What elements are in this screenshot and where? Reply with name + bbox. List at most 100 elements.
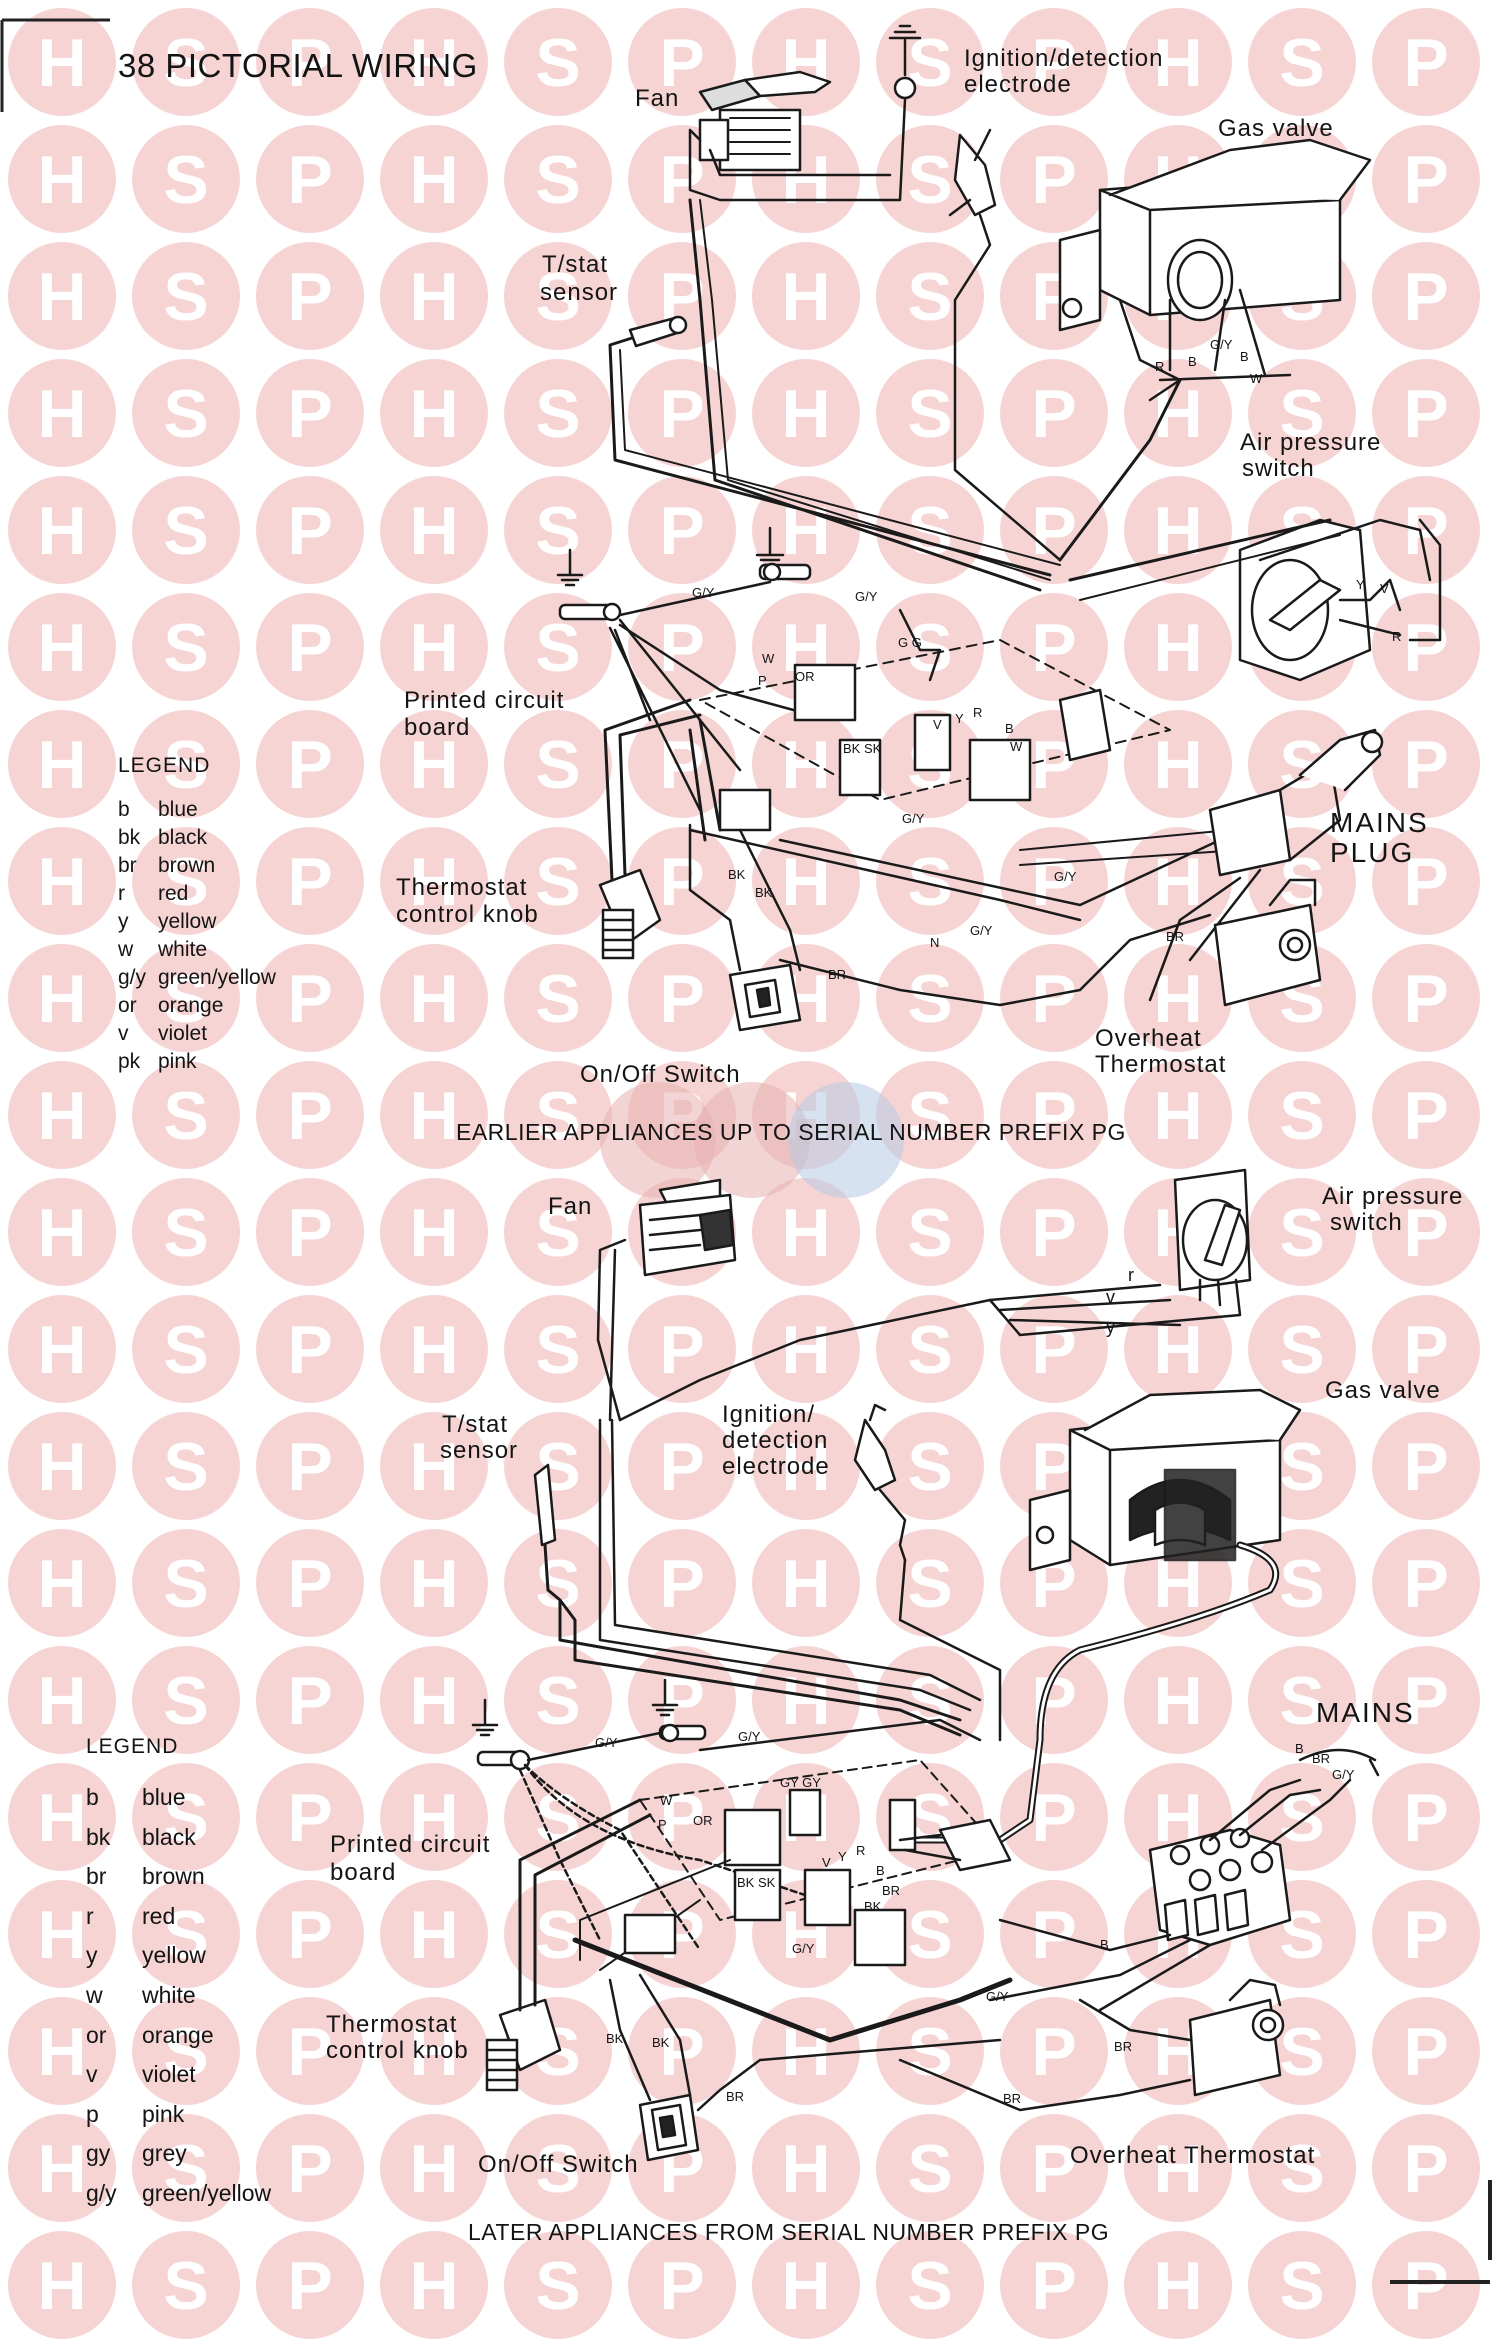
legend-name: white <box>142 1982 196 2008</box>
watermark-letter: P <box>287 2014 332 2090</box>
watermark-circle <box>1372 944 1480 1052</box>
watermark-letter: P <box>659 376 704 452</box>
watermark-roundel: P <box>1000 1178 1108 1286</box>
legend-name: grey <box>142 2140 187 2167</box>
watermark-circle <box>504 710 612 818</box>
watermark-letter: H <box>409 610 458 686</box>
watermark-circle <box>380 1646 488 1754</box>
watermark-roundel: S <box>876 1178 984 1286</box>
watermark-roundel: S <box>876 1529 984 1637</box>
watermark-circle <box>876 944 984 1052</box>
watermark-circle <box>1372 1412 1480 1520</box>
watermark-circle <box>628 1529 736 1637</box>
watermark-circle <box>752 1295 860 1403</box>
legend-code: bk <box>118 826 141 849</box>
watermark-roundel: H <box>380 1529 488 1637</box>
watermark-roundel: H <box>752 1295 860 1403</box>
wire-label: OR <box>693 1813 713 1828</box>
watermark-circle <box>504 476 612 584</box>
watermark-letter: S <box>535 1663 580 1739</box>
watermark-circle <box>628 476 736 584</box>
watermark-letter: H <box>37 493 86 569</box>
watermark-roundel: S <box>132 1997 240 2105</box>
watermark-letter: P <box>287 25 332 101</box>
watermark-letter: S <box>1279 2131 1324 2207</box>
wire-label: R <box>1155 359 1165 374</box>
watermark-letter: H <box>1153 25 1202 101</box>
thermostat-knob-label-bottom-1: Thermostat <box>326 2011 458 2038</box>
watermark-letter: S <box>535 1078 580 1154</box>
air-pressure-label-top-2: switch <box>1242 455 1315 482</box>
watermark-roundel: S <box>1248 1178 1356 1286</box>
watermark-roundel: S <box>132 125 240 233</box>
watermark-roundel: H <box>380 1997 488 2105</box>
watermark-roundel: S <box>504 1763 612 1871</box>
watermark-letter: S <box>163 1078 208 1154</box>
watermark-roundel: H <box>380 1178 488 1286</box>
watermark-circle <box>1000 1529 1108 1637</box>
watermark-circle <box>1372 8 1480 116</box>
watermark-letter: P <box>1403 610 1448 686</box>
watermark-roundel: S <box>504 1880 612 1988</box>
watermark-letter: P <box>1403 259 1448 335</box>
watermark-letter: S <box>907 259 952 335</box>
watermark-roundel: P <box>1000 593 1108 701</box>
watermark-letter: S <box>907 376 952 452</box>
watermark-roundel: P <box>256 2231 364 2339</box>
legend-name: yellow <box>142 1942 206 1969</box>
watermark-circle <box>1372 2231 1480 2339</box>
air-pressure-label-bottom-1: Air pressure <box>1322 1183 1464 1210</box>
watermark-roundel: P <box>256 242 364 350</box>
watermark-letter: H <box>409 1429 458 1505</box>
mains-plug-top <box>1148 728 1384 1002</box>
wire-label: W <box>1250 371 1263 386</box>
watermark-roundel: S <box>504 2231 612 2339</box>
watermark-circle <box>132 242 240 350</box>
watermark-letter: H <box>409 1897 458 1973</box>
watermark-circle <box>256 359 364 467</box>
watermark-circle <box>1000 593 1108 701</box>
watermark-letter: S <box>535 25 580 101</box>
watermark-circle <box>1124 2114 1232 2222</box>
watermark-letter: H <box>409 142 458 218</box>
watermark-roundel: P <box>256 1061 364 1169</box>
watermark-roundel: H <box>1124 827 1232 935</box>
watermark-circle <box>876 593 984 701</box>
watermark-letter: S <box>1279 1546 1324 1622</box>
gas-valve-label-top: Gas valve <box>1218 115 1334 142</box>
tstat-label-top-1: T/stat <box>542 251 609 278</box>
watermark-circle <box>132 1178 240 1286</box>
watermark-letter: S <box>535 1546 580 1622</box>
watermark-circle <box>1248 1646 1356 1754</box>
watermark-roundel: P <box>256 944 364 1052</box>
watermark-circle <box>1124 944 1232 1052</box>
watermark-letter: S <box>163 1195 208 1271</box>
caption-bottom: LATER APPLIANCES FROM SERIAL NUMBER PREF… <box>468 2219 1110 2245</box>
watermark-roundel: P <box>1372 359 1480 467</box>
watermark-roundel: S <box>876 1997 984 2105</box>
watermark-circle <box>132 1880 240 1988</box>
watermark-letter: H <box>37 961 86 1037</box>
watermark-letter: P <box>659 1429 704 1505</box>
watermark-letter: P <box>659 1312 704 1388</box>
watermark-letter: H <box>409 727 458 803</box>
watermark-circle <box>1372 125 1480 233</box>
watermark-circle <box>1000 1646 1108 1754</box>
watermark-circle <box>1000 944 1108 1052</box>
ignition-label-bottom-2: detection <box>722 1427 829 1454</box>
watermark-letter: S <box>163 610 208 686</box>
watermark-letter: P <box>1031 2248 1076 2324</box>
watermark-letter: S <box>907 1078 952 1154</box>
watermark-circle <box>256 1295 364 1403</box>
watermark-roundel: P <box>256 2114 364 2222</box>
watermark-letter: H <box>409 376 458 452</box>
watermark-circle <box>504 125 612 233</box>
watermark-letter: H <box>781 727 830 803</box>
watermark-roundel: S <box>132 476 240 584</box>
watermark-letter: S <box>163 1897 208 1973</box>
watermark-roundel: H <box>380 8 488 116</box>
watermark-roundel: P <box>628 359 736 467</box>
watermark-letter: P <box>1403 1195 1448 1271</box>
wire-label: N <box>930 935 940 950</box>
watermark-roundel: H <box>380 1763 488 1871</box>
